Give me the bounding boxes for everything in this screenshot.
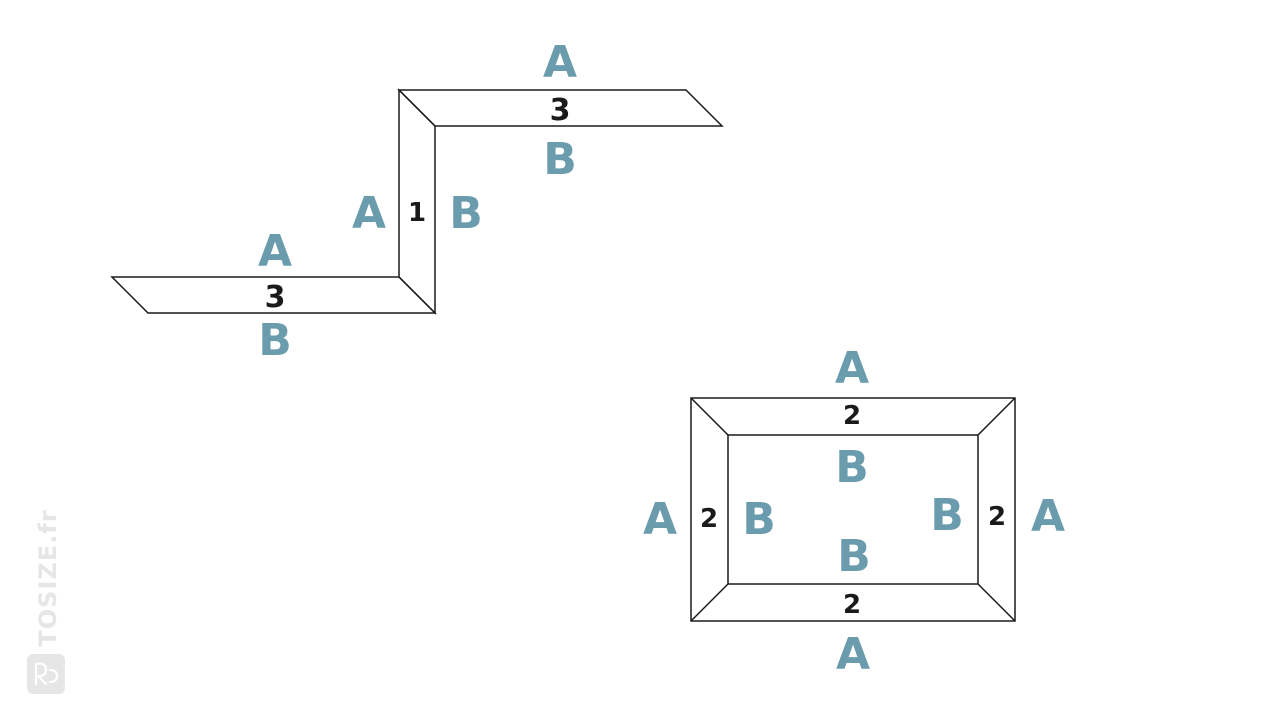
tosize-logo-icon xyxy=(27,654,65,694)
frame-bottom-side-b: B xyxy=(837,531,871,582)
zigzag-bottom-bar xyxy=(110,276,437,314)
frame-bottom-number: 2 xyxy=(843,590,861,620)
zigzag-bottom-number: 3 xyxy=(265,280,286,315)
zigzag-assembly xyxy=(110,88,724,315)
frame-right-number: 2 xyxy=(988,502,1006,532)
watermark: TOSIZE.fr xyxy=(27,509,65,694)
zigzag-vertical-number: 1 xyxy=(408,198,426,228)
frame-miter-bottom-right xyxy=(977,583,1016,622)
frame-assembly xyxy=(690,397,1016,622)
zigzag-top-number: 3 xyxy=(550,93,571,128)
frame-bottom-side-a: A xyxy=(836,629,870,680)
frame-miter-top-right xyxy=(977,397,1016,436)
zigzag-top-side-b: B xyxy=(543,134,577,185)
frame-inner-edge xyxy=(727,434,979,585)
zigzag-vertical-side-b: B xyxy=(449,188,483,239)
zigzag-top-side-a: A xyxy=(543,37,577,88)
frame-outer-edge xyxy=(690,397,1016,622)
frame-miter-bottom-left xyxy=(690,583,729,622)
watermark-text: TOSIZE.fr xyxy=(34,509,62,646)
frame-miter-top-left xyxy=(690,397,729,436)
frame-top-side-a: A xyxy=(835,343,869,394)
frame-top-side-b: B xyxy=(835,442,869,493)
frame-left-side-a: A xyxy=(643,494,677,545)
zigzag-labels: A 3 B A 1 B A 3 B xyxy=(258,37,577,366)
frame-right-side-b: B xyxy=(930,490,964,541)
frame-left-side-b: B xyxy=(742,494,776,545)
frame-left-number: 2 xyxy=(700,504,718,534)
zigzag-bottom-side-a: A xyxy=(258,226,292,277)
frame-labels: A 2 B B 2 A A 2 B B 2 A xyxy=(643,343,1065,680)
zigzag-vertical-side-a: A xyxy=(352,188,386,239)
frame-right-side-a: A xyxy=(1031,491,1065,542)
frame-top-number: 2 xyxy=(843,401,861,431)
zigzag-bottom-side-b: B xyxy=(258,315,292,366)
